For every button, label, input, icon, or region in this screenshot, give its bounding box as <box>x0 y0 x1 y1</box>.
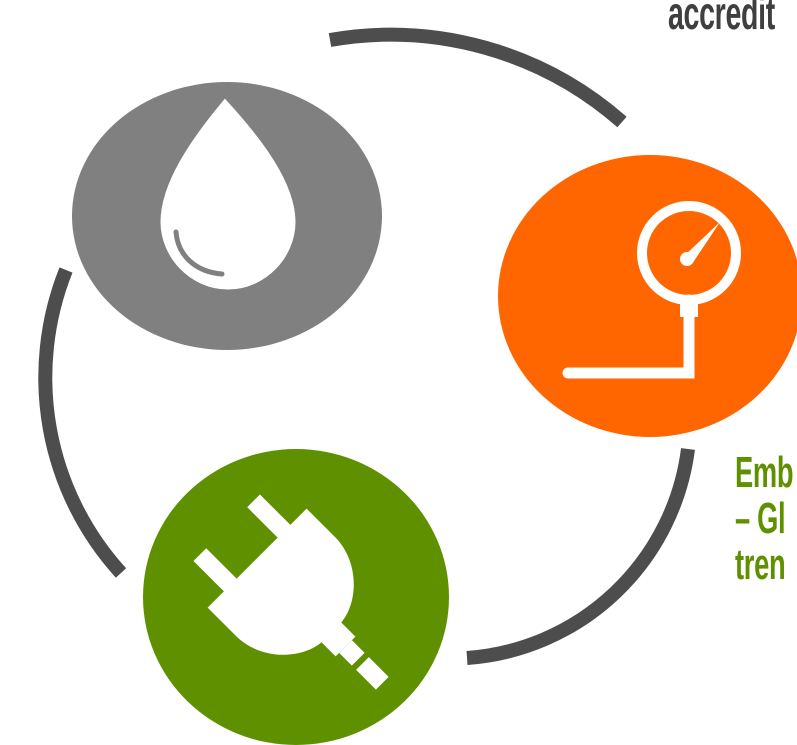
node-water <box>72 82 382 350</box>
electric-plug-icon <box>193 494 389 690</box>
arc-water-to-pressure <box>328 27 627 128</box>
pressure-gauge-icon <box>562 201 741 379</box>
arc-pressure-to-power <box>466 448 695 665</box>
label-bottom-line-1: Emb <box>735 448 794 497</box>
arc-power-to-water <box>38 267 127 578</box>
label-bottom-line-3: tren <box>735 540 786 589</box>
label-top: accredit <box>668 0 775 39</box>
node-power <box>143 449 449 745</box>
label-bottom: Emb – Gl tren <box>735 448 794 589</box>
label-bottom-line-2: – Gl <box>735 494 786 543</box>
node-pressure <box>498 155 797 437</box>
water-drop-icon <box>160 98 296 290</box>
